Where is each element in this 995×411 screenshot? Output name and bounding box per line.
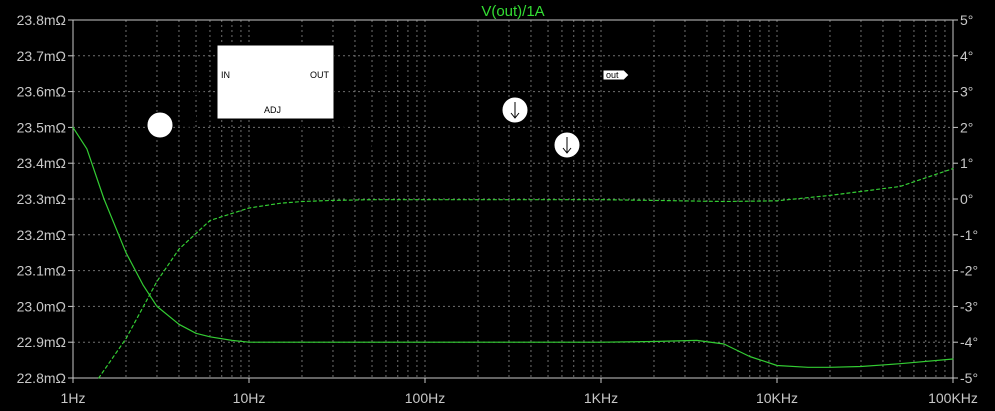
r4-name: R4: [426, 58, 438, 68]
x-axis: 1Hz 10Hz 100Hz 1KHz 10KHz 100KHz: [61, 378, 978, 406]
x-tick-label: 100KHz: [928, 390, 978, 406]
wire-i2: [514, 75, 568, 130]
r4-value: 20m: [424, 84, 442, 94]
u3-model: LT1085: [283, 122, 313, 132]
y-tick-label-right: -4°: [960, 334, 978, 350]
x-tick-label: 1Hz: [61, 390, 86, 406]
chart-title: V(out)/1A: [481, 3, 544, 20]
r2-resistor: [341, 214, 355, 242]
c1-name: C1: [402, 208, 414, 218]
series-layer: [72, 126, 954, 379]
r5-resistor: [457, 139, 471, 169]
c5-cap: [457, 101, 471, 109]
c4-name: C4: [193, 89, 205, 99]
x-tick-label: 10KHz: [756, 390, 798, 406]
u3-in-pin: IN: [221, 70, 230, 80]
u3-adj-pin: ADJ: [264, 105, 281, 115]
x-tick-label: 10Hz: [233, 390, 266, 406]
c5-name: C5: [450, 91, 462, 101]
ground-r2: [339, 264, 357, 274]
y-axis-left: 23.8mΩ 23.7mΩ 23.6mΩ 23.5mΩ 23.4mΩ 23.3mΩ 23.2…: [17, 12, 73, 386]
y-tick-label-right: 3°: [960, 84, 973, 100]
u3-name: U3: [268, 35, 280, 45]
y-tick-label-right: -3°: [960, 298, 978, 314]
r5-name: R5: [476, 138, 488, 148]
y-tick-label-left: 23.7mΩ: [17, 48, 66, 64]
i2-name: I2: [526, 86, 534, 96]
i2-arrow: [510, 102, 520, 119]
out-flag: [602, 69, 630, 81]
x-tick-label: 100Hz: [405, 390, 445, 406]
u3-out-pin: OUT: [310, 70, 330, 80]
magnitude-series-line: [72, 126, 954, 368]
c4-value: 100µ: [193, 113, 213, 123]
y-tick-label-right: 4°: [960, 48, 973, 64]
i1-name: I1: [577, 162, 585, 172]
circuit-schematic: [146, 44, 630, 274]
v1-rser: Rser=0.1: [104, 165, 141, 175]
c5-value: 1000µF: [427, 118, 458, 128]
v1-source: [146, 111, 174, 139]
junction-dot: [346, 198, 350, 202]
r2-name: R2: [357, 213, 369, 223]
l1-parallel: //10R: [380, 93, 402, 103]
junction-dot: [462, 73, 466, 77]
u3-block: [216, 44, 335, 120]
l1-inductor: [371, 70, 403, 76]
y-tick-label-right: 5°: [960, 12, 973, 28]
v1-name: V1: [133, 100, 144, 110]
l1-name: L1: [381, 58, 391, 68]
r5-value: 23mR: [473, 156, 498, 166]
y-tick-label-left: 23.1mΩ: [17, 263, 66, 279]
y-tick-label-left: 22.8mΩ: [17, 370, 66, 386]
y-tick-label-right: 0°: [960, 191, 973, 207]
r4-resistor: [419, 68, 453, 82]
y-tick-label-left: 23.0mΩ: [17, 298, 66, 314]
phase-series-line: [98, 168, 954, 379]
i2-value: 50m: [526, 126, 544, 136]
r1-name: R1: [357, 125, 369, 135]
c4-cap: [181, 97, 195, 105]
i1-pulse: PULSE(0A 100mA {period} 1u 1u {period}): [579, 123, 748, 133]
ground-c1: [391, 264, 409, 274]
y-tick-label-right: -5°: [960, 370, 978, 386]
r1-value: 100: [358, 142, 373, 152]
l1-value: 335nH: [374, 83, 401, 93]
c1-value: 1000µF: [402, 235, 433, 245]
x-tick-label: 1KHz: [584, 390, 618, 406]
junction-dot: [186, 73, 190, 77]
c1-cap: [393, 207, 407, 215]
y-tick-label-right: 2°: [960, 119, 973, 135]
out-label: out: [606, 70, 619, 80]
i1-ac: AC -1: [579, 112, 602, 122]
ground-v1: [150, 153, 170, 163]
y-tick-label-left: 23.6mΩ: [17, 84, 66, 100]
y-tick-label-left: 23.4mΩ: [17, 155, 66, 171]
y-tick-label-left: 22.9mΩ: [17, 334, 66, 350]
r1-resistor: [341, 124, 355, 156]
r2-value: 1.1k: [357, 230, 375, 240]
y-tick-label-right: -1°: [960, 227, 978, 243]
y-tick-label-right: -2°: [960, 263, 978, 279]
junction-dot: [346, 73, 350, 77]
junction-dot: [513, 73, 517, 77]
c5-note: zero ESL!: [405, 135, 445, 145]
v1-value: 20: [134, 140, 144, 150]
y-tick-label-left: 23.8mΩ: [17, 12, 66, 28]
ground-c4: [179, 127, 197, 137]
ground-r5: [455, 179, 473, 189]
junction-dot: [565, 73, 569, 77]
i1-arrow: [562, 137, 572, 154]
y-axis-right: 5° 4° 3° 2° 1° 0° -1° -2° -3° -4° -5°: [953, 12, 978, 386]
y-tick-label-left: 23.2mΩ: [17, 227, 66, 243]
y-tick-label-right: 1°: [960, 155, 973, 171]
y-tick-label-left: 23.5mΩ: [17, 119, 66, 135]
y-tick-label-left: 23.3mΩ: [17, 191, 66, 207]
